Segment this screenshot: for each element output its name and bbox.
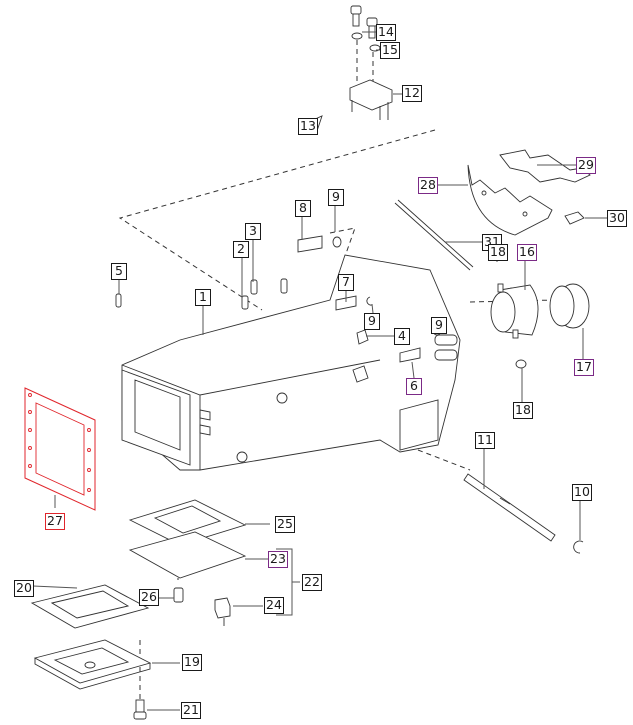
callout-20[interactable]: 20 <box>14 580 34 597</box>
callout-8[interactable]: 8 <box>295 200 311 217</box>
callout-26[interactable]: 26 <box>139 589 159 606</box>
callout-28[interactable]: 28 <box>418 177 438 194</box>
bolt-21 <box>133 699 147 720</box>
callout-12[interactable]: 12 <box>402 85 422 102</box>
callout-11[interactable]: 11 <box>475 432 495 449</box>
rod-31 <box>394 199 474 271</box>
callout-25[interactable]: 25 <box>275 516 295 533</box>
callout-10[interactable]: 10 <box>572 484 592 501</box>
callout-29[interactable]: 29 <box>576 157 596 174</box>
callout-1[interactable]: 1 <box>195 289 211 306</box>
plates-25-23 <box>128 499 247 579</box>
callout-24[interactable]: 24 <box>264 597 284 614</box>
callout-9-top[interactable]: 9 <box>328 189 344 206</box>
callout-15[interactable]: 15 <box>380 42 400 59</box>
shaft-11 <box>463 473 584 554</box>
callout-14[interactable]: 14 <box>376 24 396 41</box>
gasket-20 <box>30 584 150 629</box>
transmission-case-1 <box>121 254 461 471</box>
callout-17[interactable]: 17 <box>574 359 594 376</box>
callout-3[interactable]: 3 <box>245 223 261 240</box>
cover-plates-28-29 <box>467 149 591 236</box>
callout-9-right[interactable]: 9 <box>431 317 447 334</box>
callout-5[interactable]: 5 <box>111 263 127 280</box>
callout-18-top[interactable]: 18 <box>488 244 508 261</box>
callout-9-mid[interactable]: 9 <box>364 313 380 330</box>
callout-22[interactable]: 22 <box>302 574 322 591</box>
plug-and-breather <box>173 587 231 626</box>
callout-27[interactable]: 27 <box>45 513 65 530</box>
callout-2[interactable]: 2 <box>233 241 249 258</box>
callout-23[interactable]: 23 <box>268 551 288 568</box>
bottom-cover-19 <box>33 639 152 690</box>
callout-13[interactable]: 13 <box>298 118 318 135</box>
bearing-assembly-16-17 <box>490 247 590 369</box>
callout-6[interactable]: 6 <box>406 378 422 395</box>
callout-16[interactable]: 16 <box>517 244 537 261</box>
callout-30[interactable]: 30 <box>607 210 627 227</box>
callout-21[interactable]: 21 <box>181 702 201 719</box>
callout-7[interactable]: 7 <box>338 274 354 291</box>
leader-lines <box>32 31 607 711</box>
callout-4[interactable]: 4 <box>394 328 410 345</box>
callout-19[interactable]: 19 <box>182 654 202 671</box>
gasket-27 <box>24 387 96 511</box>
small-fasteners <box>115 235 442 383</box>
callout-18-bottom[interactable]: 18 <box>513 402 533 419</box>
